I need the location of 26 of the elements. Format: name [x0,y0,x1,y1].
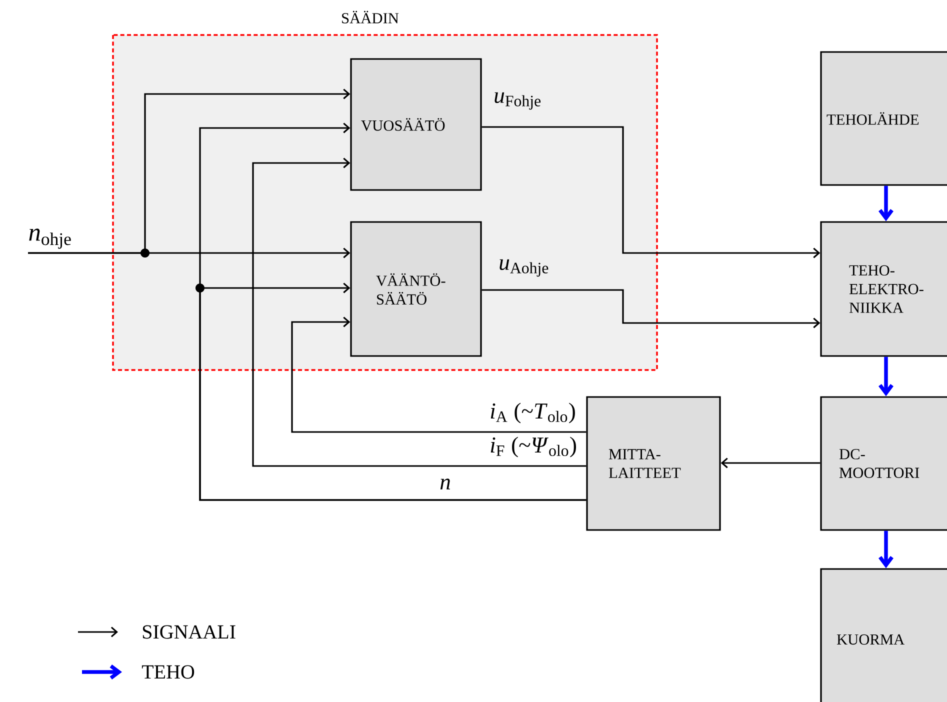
signal-arrow [252,158,586,467]
signal-arrow [28,88,350,254]
node-label: SÄÄDIN [342,10,399,24]
power-arrow [878,530,894,568]
block-box: MITTA- LAITTEET [586,396,721,531]
edge-label: u$_{Aohje}$ [500,259,548,277]
block-box: DC- MOOTTORI [820,396,947,531]
edge-label: i$_{F}$ (~Ψ$_{olo}$) [490,436,576,458]
block-box: TEHOLÄHDE [820,51,947,186]
signal-arrow [199,282,586,501]
block-box: VUOSÄÄTÖ [350,58,482,191]
block-box: TEHO- ELEKTRO- NIIKKA [820,221,947,357]
edge-label: n [440,478,450,490]
edge-label: i$_{A}$ (~T$_{olo}$) [490,402,575,424]
signal-arrow [482,289,820,328]
block-box: KUORMA [820,568,947,702]
input-label: n$_{ohje}$ [29,228,71,249]
legend-label: SIGNAALI [142,625,236,639]
legend-label: TEHO [142,665,194,679]
signal-arrow [720,458,820,468]
signal-arrow [482,126,820,258]
signal-arrow [291,316,586,433]
power-arrow [878,186,894,222]
edge-label: u$_{Fohje}$ [494,92,541,110]
power-arrow [878,356,894,396]
block-box: VÄÄNTÖ- SÄÄTÖ [350,221,482,357]
